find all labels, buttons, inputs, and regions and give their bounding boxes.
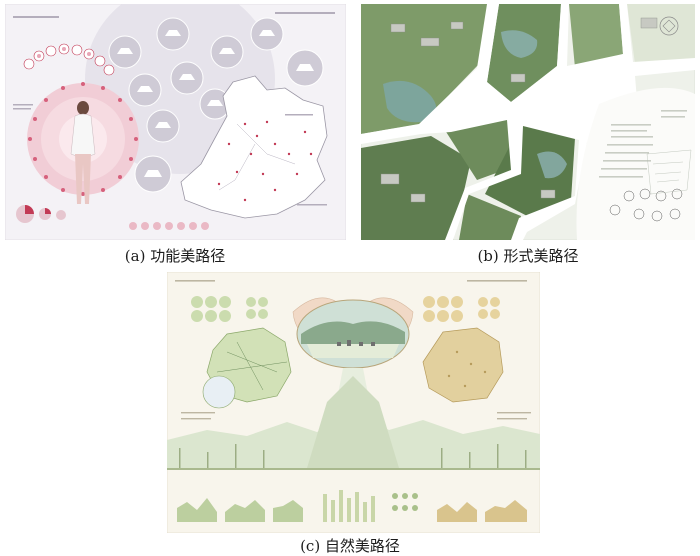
caption-c: (c) 自然美路径: [300, 537, 400, 555]
panel-c-artwork: [167, 272, 540, 533]
panel-c-natural-beauty: [167, 272, 540, 533]
caption-a: (a) 功能美路径: [124, 247, 226, 265]
panel-b-artwork: [361, 4, 695, 240]
caption-b: (b) 形式美路径: [477, 247, 579, 265]
panel-b-formal-beauty: [361, 4, 695, 240]
panel-a-artwork: [5, 4, 346, 240]
panel-a-functional-beauty: [5, 4, 346, 240]
